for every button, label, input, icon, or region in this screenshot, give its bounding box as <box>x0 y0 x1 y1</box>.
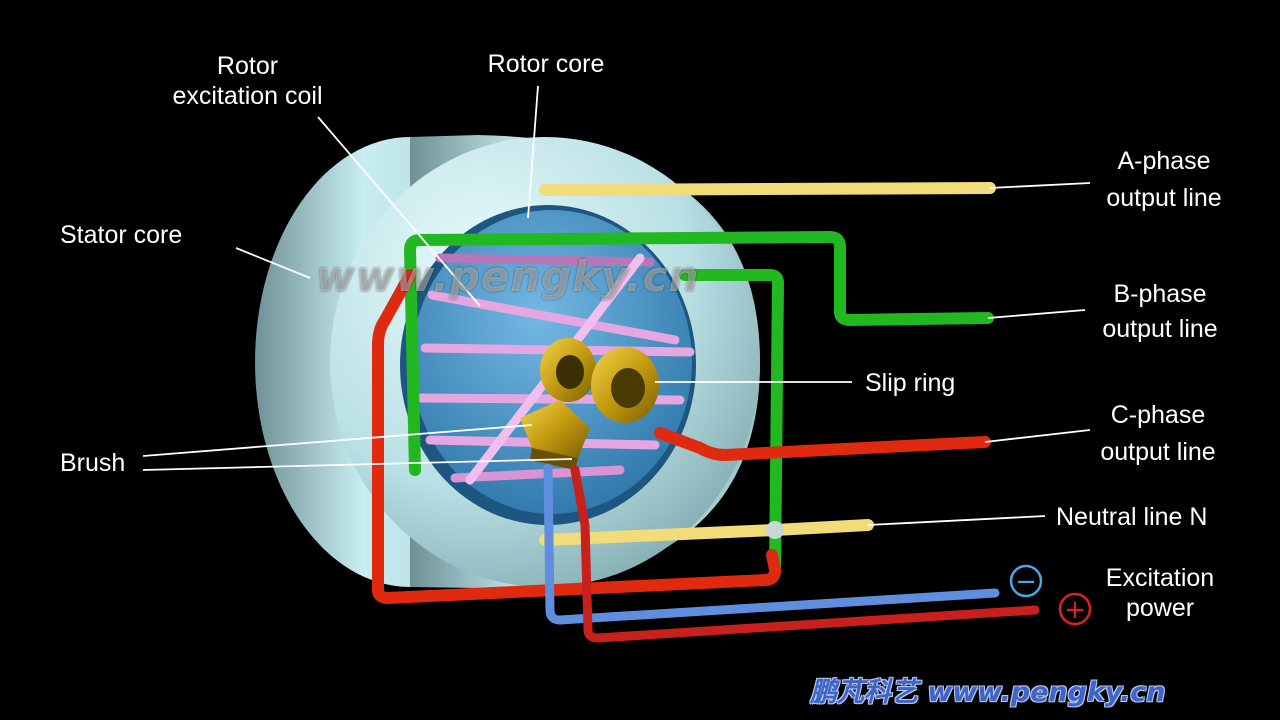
label-line: output line <box>1106 184 1222 212</box>
label-b-phase: B-phase output line <box>1090 279 1230 344</box>
c-phase-wire <box>372 269 781 604</box>
label-a-phase: A-phase output line <box>1094 146 1234 213</box>
label-c-phase: C-phase output line <box>1088 400 1228 467</box>
label-brush: Brush <box>60 449 126 477</box>
minus-symbol: − <box>1015 567 1037 597</box>
label-stator-core: Stator core <box>60 221 183 249</box>
label-line: B-phase <box>1113 280 1207 308</box>
plus-symbol: + <box>1064 595 1086 625</box>
label-line: C-phase <box>1110 401 1206 429</box>
a-phase-wire <box>539 182 996 196</box>
label-excitation-power: Excitation power <box>1095 563 1225 623</box>
excitation-negative-wire <box>543 463 1000 625</box>
label-slip-ring: Slip ring <box>865 369 956 397</box>
b-phase-wire <box>404 231 994 476</box>
brand-logo-text: 鹏芃科艺 www.pengky.cn <box>810 677 1166 708</box>
watermark: www.pengky.cn <box>316 252 700 301</box>
label-line: output line <box>1102 315 1218 343</box>
label-rotor-excitation-coil: Rotor excitation coil <box>160 51 335 111</box>
label-rotor-core: Rotor core <box>487 50 605 78</box>
neutral-junction <box>766 521 784 539</box>
plus-terminal-icon: + <box>1058 592 1092 626</box>
excitation-positive-wire <box>570 465 1040 643</box>
label-line: A-phase <box>1117 147 1211 175</box>
label-line: output line <box>1100 438 1216 466</box>
label-line: Excitation <box>1105 564 1215 592</box>
slip-ring <box>540 338 659 423</box>
label-neutral-line: Neutral line N <box>1056 503 1208 531</box>
label-line: Rotor <box>216 52 279 80</box>
c-phase-output-wire <box>654 427 991 461</box>
label-line: excitation coil <box>172 82 323 110</box>
leader-lines <box>142 85 1091 526</box>
minus-terminal-icon: − <box>1009 564 1043 598</box>
label-line: power <box>1125 594 1195 622</box>
